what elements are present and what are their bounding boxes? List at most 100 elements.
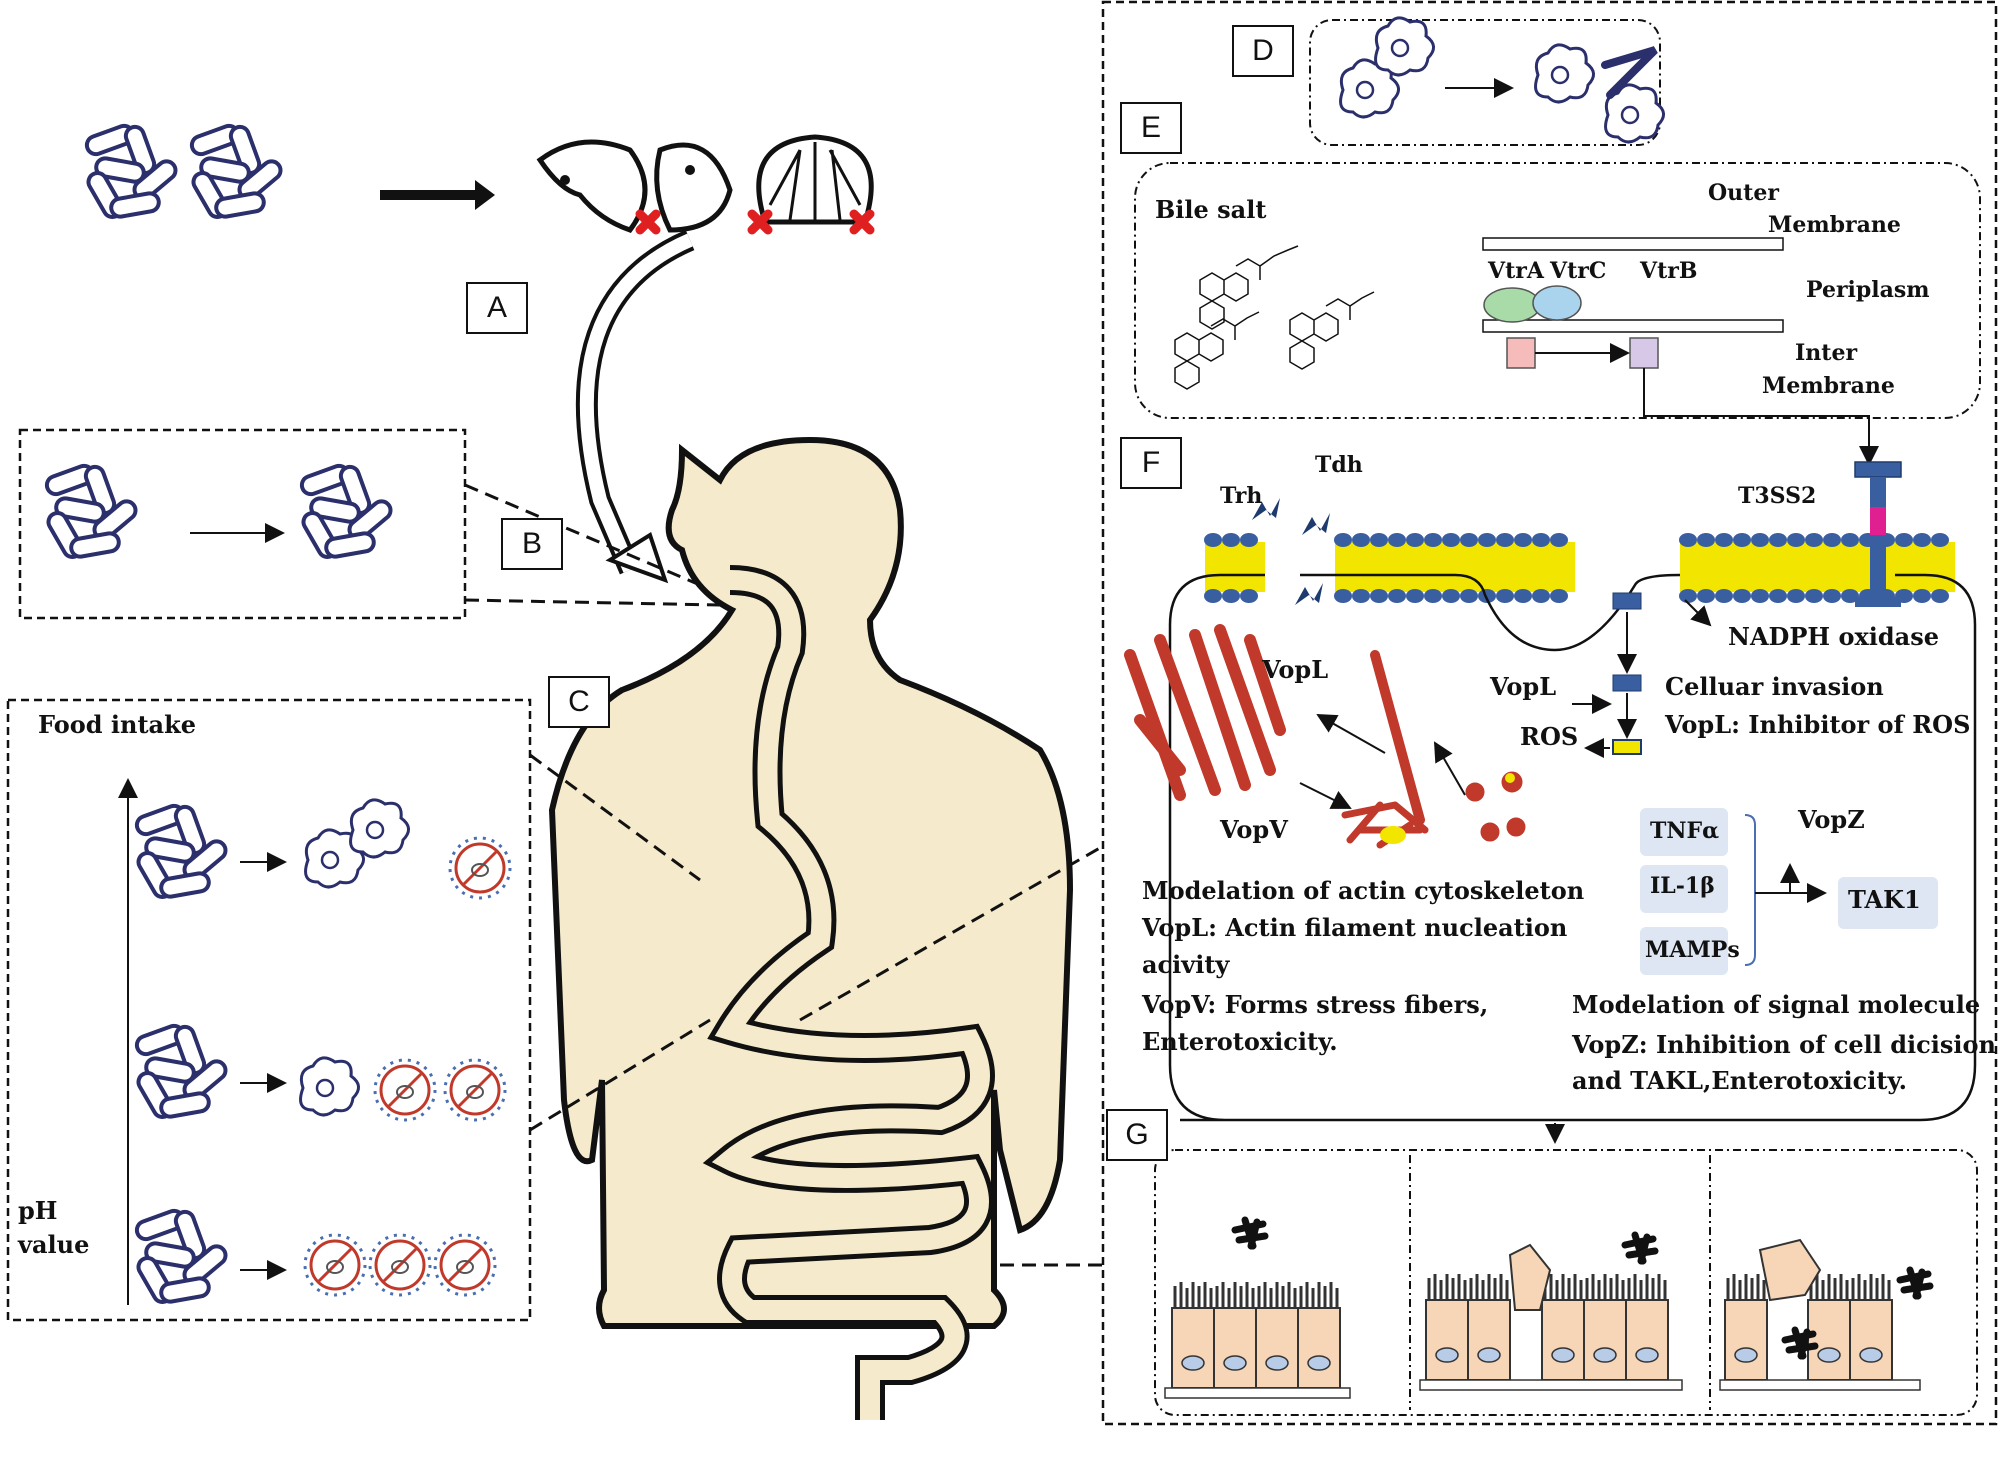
trh-tdh-toxin-icon [1252,498,1330,605]
actin-text-5: Enterotoxicity. [1142,1027,1338,1056]
lipid-head [1514,589,1532,603]
virus-icon [368,1233,432,1297]
vopl-ros-inhibitor-label: VopL: Inhibitor of ROS [1665,710,1971,739]
bacteria-cluster-icon [44,463,139,560]
lipid-head [1931,589,1949,603]
signal-text-1: Modelation of signal molecule [1572,990,1981,1019]
signal-text-3: and TAKL,Enterotoxicity. [1572,1066,1908,1095]
inter-membrane-label: Membrane [1762,373,1895,399]
lipid-head [1733,589,1751,603]
host-cell-outline [1168,573,1977,1122]
actin-text-2: VopL: Actin filament nucleation [1142,913,1568,942]
virus-icon [433,1233,497,1297]
lipid-head [1388,533,1406,547]
vtrb-label: VtrB [1640,258,1698,284]
periplasm-label: Periplasm [1806,277,1930,303]
lipid-head [1424,533,1442,547]
trh-label: Trh [1220,483,1263,509]
lipid-head [1751,533,1769,547]
lipid-head [1352,533,1370,547]
lipid-head [1222,533,1240,547]
lipid-head [1352,589,1370,603]
lipid-head [1478,589,1496,603]
actin-text-4: VopV: Forms stress fibers, [1142,990,1489,1019]
lipid-head [1240,589,1258,603]
outer-membrane-label: Membrane [1768,212,1901,238]
lipid-head [1424,589,1442,603]
bacteria-cluster-icon [84,123,284,220]
lipid-head [1334,533,1352,547]
nadph-oxidase-label: NADPH oxidase [1728,622,1939,651]
tdh-label: Tdh [1315,452,1363,478]
cellular-invasion-label: Celluar invasion [1665,672,1884,701]
vopv-label: VopV [1220,815,1288,844]
lipid-head [1370,533,1388,547]
right-panel-box [1101,0,1998,1426]
lipid-head [1442,533,1460,547]
lipid-head [1388,589,1406,603]
lipid-head [1841,589,1859,603]
lipid-head [1679,589,1697,603]
lipid-head [1805,589,1823,603]
lipid-head [1697,533,1715,547]
label-f: F [1120,437,1182,489]
virus-icon [303,1233,367,1297]
lipid-head [1204,589,1222,603]
lipid-head [1370,589,1388,603]
dead-cell-icon [299,1056,361,1117]
lipid-bilayer [1204,533,1949,603]
virus-icon [443,1058,507,1122]
ph-value-label: value [18,1230,90,1259]
lipid-head [1715,589,1733,603]
lipid-head [1550,589,1568,603]
lipid-head [1931,533,1949,547]
vopl-label-ros: VopL [1490,672,1557,701]
bacteria-cluster-icon [134,1208,229,1305]
t3ss2-label: T3SS2 [1738,483,1817,509]
red-x-icon [635,209,875,235]
intestinal-cell-icon [1164,1220,1930,1399]
panel-g-box [1154,1149,1978,1416]
vtrc-label: VtrC [1550,258,1607,284]
lipid-head [1913,533,1931,547]
lipid-head [1442,589,1460,603]
bacteria-cluster-icon [299,463,394,560]
lipid-head [1787,589,1805,603]
lipid-head [1751,589,1769,603]
lipid-head [1334,589,1352,603]
outer-membrane [1482,237,1784,251]
virus-icon [448,836,512,900]
bacteria-cluster-icon [134,1023,229,1120]
dead-cell-icon [1374,16,1436,77]
lipid-head [1895,533,1913,547]
lipid-head [1823,533,1841,547]
label-d: D [1232,25,1294,77]
outer-label: Outer [1708,180,1779,206]
panel-d-box [1309,19,1661,146]
lipid-head [1460,589,1478,603]
vtra-protein [1483,287,1541,323]
lipid-head [1532,533,1550,547]
lipid-head [1532,589,1550,603]
lipid-head [1406,533,1424,547]
lipid-head [1478,533,1496,547]
lipid-head [1240,533,1258,547]
lipid-head [1913,589,1931,603]
panel-e-box [1134,162,1981,419]
human-body-silhouette [548,436,1074,1420]
il1b-label: IL-1β [1650,873,1715,899]
tnfa-label: TNFα [1650,818,1720,844]
label-a: A [466,282,528,334]
lipid-head [1697,589,1715,603]
ros-label: ROS [1520,722,1579,751]
signal-text-2: VopZ: Inhibition of cell dicision [1572,1030,1996,1059]
lipid-head [1715,533,1733,547]
label-e: E [1120,102,1182,154]
lipid-head [1550,533,1568,547]
lipid-head [1787,533,1805,547]
lipid-head [1769,533,1787,547]
panel-b-box [18,428,467,620]
bile-salt-label: Bile salt [1155,195,1267,224]
fish-icon [536,139,733,233]
